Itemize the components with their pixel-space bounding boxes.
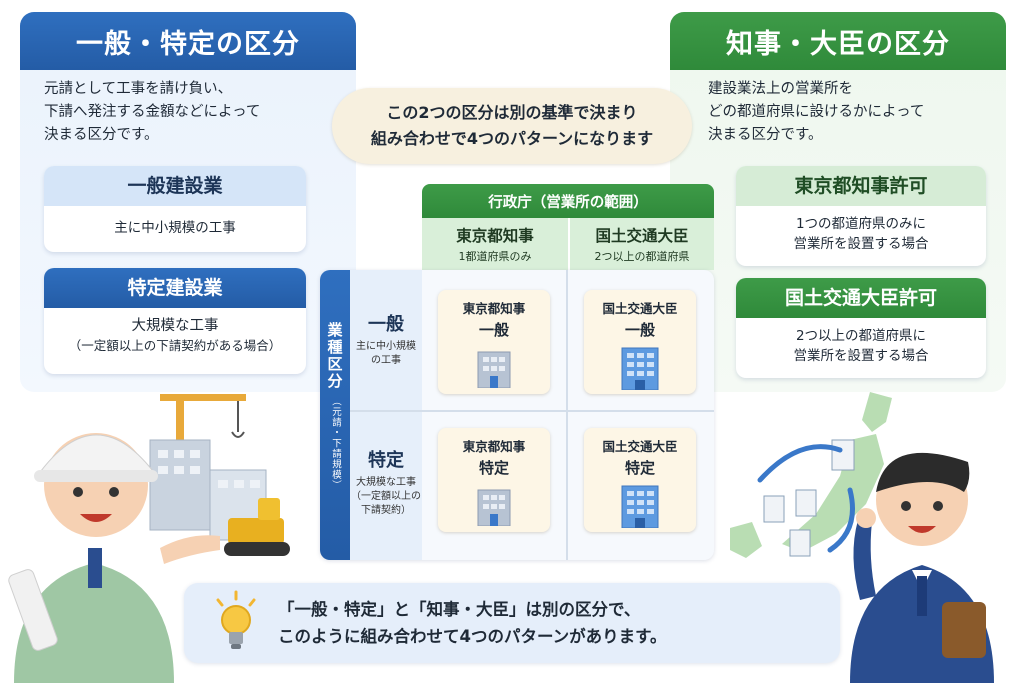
column-header-governor: 東京都知事 1都道府県のみ [422,218,568,270]
governor-minister-description: 建設業法上の営業所を どの都道府県に設けるかによって 決まる区分です。 [708,81,925,143]
cell-governor-specific: 東京都知事 特定 [438,428,550,532]
cell-minister-specific: 国土交通大臣 特定 [584,428,696,532]
minister-license-card: 国土交通大臣許可 2つ以上の都道府県に 営業所を設置する場合 [736,278,986,378]
governor-license-body: 1つの都道府県のみに 営業所を設置する場合 [793,216,929,252]
businessman-illustration [730,392,994,683]
cell-minister-general: 国土交通大臣 一般 [584,290,696,394]
minister-license-body: 2つ以上の都道府県に 営業所を設置する場合 [793,328,929,364]
building-icon [621,485,659,528]
column-header-minister: 国土交通大臣 2つ以上の都道府県 [568,218,714,270]
cell-governor-general: 東京都知事 一般 [438,290,550,394]
general-specific-title: 一般・特定の区分 [20,12,356,70]
specific-construction-body: 大規模な工事 （一定額以上の下請契約がある場合） [68,318,282,353]
governor-license-title: 東京都知事許可 [736,166,986,206]
worker-character-icon [8,433,220,683]
row-divider [350,410,714,412]
row-header-general: 一般 主に中小規模 の工事 [350,270,422,410]
summary-text: 「一般・特定」と「知事・大臣」は別の区分で、 このように組み合わせて4つのパター… [278,600,667,646]
specific-construction-card: 特定建設業 大規模な工事 （一定額以上の下請契約がある場合） [44,268,306,374]
governor-minister-title: 知事・大臣の区分 [670,12,1006,70]
construction-worker-illustration [8,394,290,683]
row-group-label: 業種区分 （元請・下請規模） [320,270,350,560]
transfer-arrows-icon [757,444,855,553]
combination-note: この2つの区分は別の基準で決まり 組み合わせで4つのパターンになります [332,88,692,164]
governor-license-card: 東京都知事許可 1つの都道府県のみに 営業所を設置する場合 [736,166,986,266]
excavator-icon [224,498,290,556]
general-construction-body: 主に中小規模の工事 [114,220,236,236]
businessman-character-icon [850,452,994,683]
building-cluster-icon [149,439,267,541]
summary-note [184,583,840,663]
authority-column-group: 行政庁（営業所の範囲） [422,184,714,218]
general-construction-title: 一般建設業 [44,166,306,206]
building-icon [477,489,511,526]
japan-map-icon [730,392,892,558]
row-header-specific: 特定 大規模な工事 （一定額以上の 下請契約） [350,412,422,560]
column-divider [566,270,568,560]
specific-construction-title: 特定建設業 [44,268,306,308]
building-icon [621,347,659,390]
building-icon [477,351,511,388]
lightbulb-icon [216,590,256,649]
general-construction-card: 一般建設業 主に中小規模の工事 [44,166,306,252]
minister-license-title: 国土交通大臣許可 [736,278,986,318]
general-specific-description: 元請として工事を請け負い、 下請へ発注する金額などによって 決まる区分です。 [44,81,261,143]
